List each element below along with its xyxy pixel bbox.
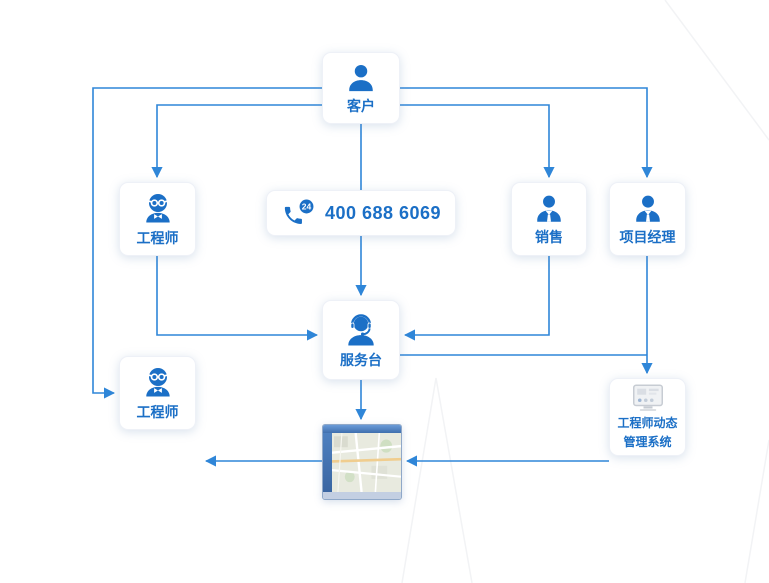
system-label-line1: 工程师动态 — [617, 416, 678, 431]
customer-label: 客户 — [347, 98, 375, 115]
node-engineer-top: 工程师 — [119, 182, 196, 256]
background-watermark — [401, 0, 769, 583]
edge-engineer-top-to-service-desk — [156, 256, 319, 341]
map-sidebar — [323, 433, 332, 492]
map-canvas — [332, 433, 401, 492]
sales-label: 销售 — [535, 229, 563, 246]
node-engineer-management-system: 工程师动态 管理系统 — [609, 378, 686, 456]
node-sales: 销售 — [511, 182, 587, 256]
node-service-desk: 服务台 — [322, 300, 400, 380]
project-manager-label: 项目经理 — [619, 229, 676, 246]
engineer-bottom-label: 工程师 — [136, 404, 179, 421]
map-statusbar — [323, 492, 401, 499]
map-screenshot — [322, 424, 402, 500]
edge-customer-to-sales — [400, 104, 555, 179]
phone-24h-icon: 24 — [284, 198, 315, 224]
engineer-glasses-icon — [145, 368, 170, 397]
person-tie-icon — [537, 196, 561, 223]
hotline-number: 400 688 6069 — [324, 202, 442, 223]
edge-customer-to-engineer-bottom — [92, 87, 322, 399]
engineer-glasses-icon — [145, 194, 170, 223]
map-body — [323, 433, 401, 492]
hotline-badge: 24 — [302, 202, 312, 212]
node-project-manager: 项目经理 — [609, 182, 686, 256]
system-label-line2: 管理系统 — [623, 435, 672, 449]
node-customer: 客户 — [322, 52, 400, 124]
person-icon — [349, 65, 373, 92]
dashboard-panel-icon — [632, 384, 663, 412]
edge-customer-to-engineer-top — [151, 104, 322, 179]
node-engineer-bottom: 工程师 — [119, 356, 196, 430]
edge-sales-to-service-desk — [403, 256, 550, 341]
map-titlebar — [323, 425, 401, 433]
hotline-card: 24 400 688 6069 — [266, 190, 456, 236]
engineer-top-label: 工程师 — [136, 230, 179, 247]
service-desk-label: 服务台 — [340, 352, 382, 369]
person-tie-icon — [635, 196, 660, 223]
edge-customer-to-project-manager — [400, 87, 653, 179]
headset-agent-icon — [348, 314, 374, 346]
